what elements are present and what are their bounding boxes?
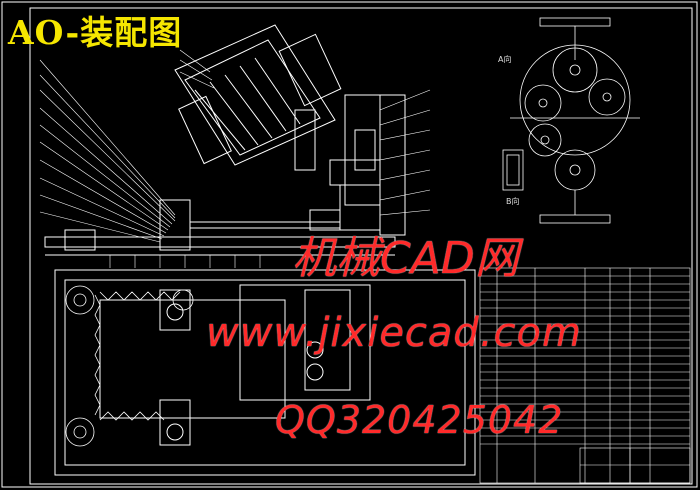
drawing-title: AO-装配图 bbox=[8, 13, 183, 52]
base-shaft bbox=[44, 199, 396, 256]
dimension-ticks bbox=[109, 255, 261, 268]
leader-lines-left bbox=[39, 49, 215, 243]
leader-lines-right bbox=[379, 89, 431, 216]
watermark-site-name: 机械CAD网 bbox=[292, 233, 519, 284]
a-view-cams bbox=[502, 17, 640, 224]
inner-border bbox=[29, 7, 693, 485]
sawtooth-edges bbox=[94, 291, 181, 421]
watermark-url: www.jixiecad.com bbox=[206, 310, 582, 356]
watermark-qq: QQ320425042 bbox=[275, 398, 564, 442]
tilted-assembly bbox=[174, 24, 406, 236]
parts-table bbox=[479, 267, 691, 484]
b-view-label: B向 bbox=[506, 197, 520, 206]
plan-view bbox=[54, 269, 476, 476]
sprockets bbox=[65, 285, 194, 447]
a-view-label: A向 bbox=[498, 55, 512, 64]
